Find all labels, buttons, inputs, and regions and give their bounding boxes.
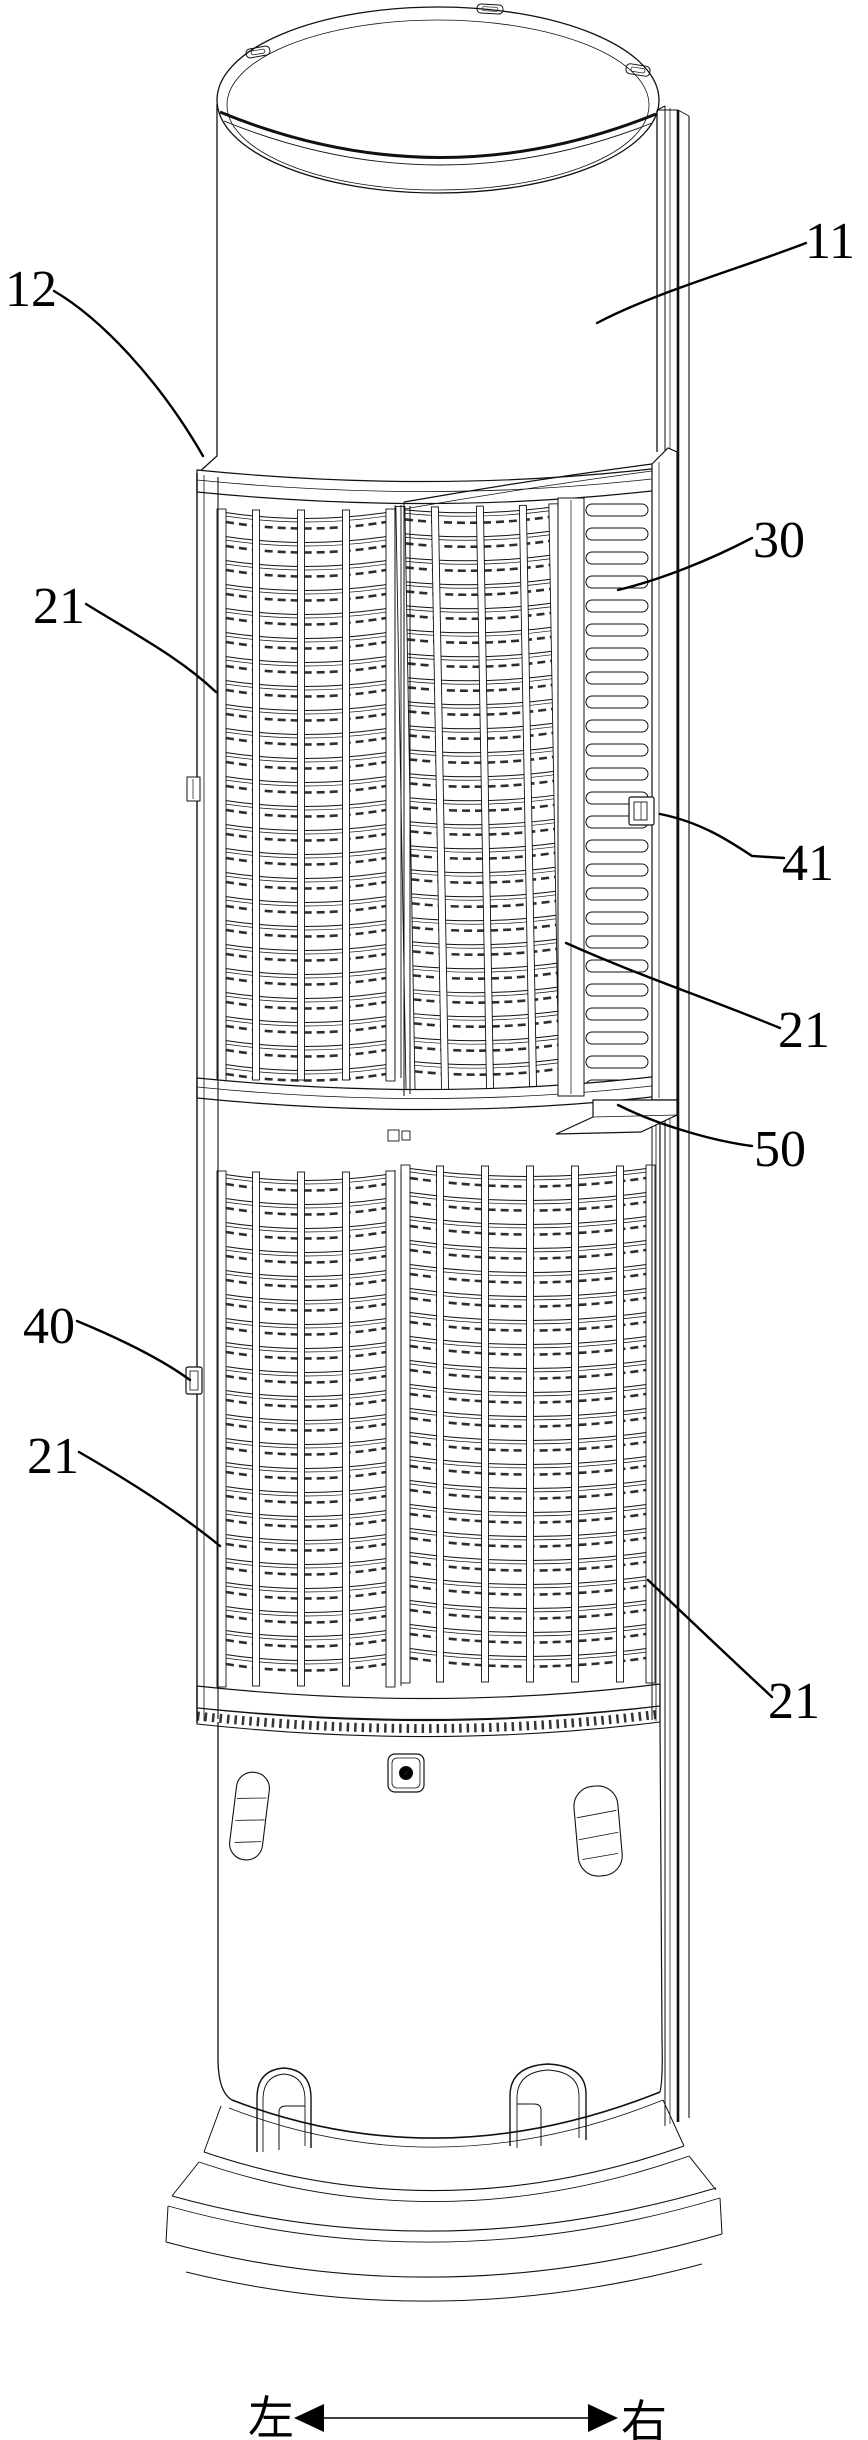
side-clips (185, 776, 655, 1395)
leader-21-upper-left (84, 602, 218, 694)
label-12: 12 (5, 261, 57, 318)
lower-left-grille (216, 1170, 396, 1688)
hook-bracket-left (256, 2067, 312, 2152)
cap-slot-right (625, 63, 651, 77)
body-side-strip-outer (657, 109, 690, 2122)
label-21-lower-right: 21 (768, 1673, 820, 1730)
base-panel (217, 1721, 664, 2152)
grip-cutout-right (573, 1785, 623, 1877)
door-grille (395, 503, 569, 1097)
label-21-upper-left: 21 (33, 578, 85, 635)
grip-cutout-left (229, 1771, 270, 1861)
arrow-left-icon (294, 2404, 324, 2432)
label-30: 30 (753, 512, 805, 569)
direction-left-label: 左 (248, 2393, 294, 2440)
leader-21-upper-right (564, 941, 782, 1030)
screw-icon (403, 1770, 409, 1776)
latch-clip-40 (185, 1366, 203, 1395)
leader-41 (658, 812, 786, 860)
reference-labels: 12 11 21 30 41 21 50 40 21 21 (5, 213, 855, 1730)
leader-30 (616, 536, 754, 592)
leader-21-lower-left (77, 1450, 222, 1548)
leader-12 (52, 289, 205, 458)
direction-indicator: 左 右 (248, 2393, 667, 2440)
pedestal (165, 2099, 723, 2302)
upper-left-grille (216, 508, 396, 1082)
label-41: 41 (782, 835, 834, 892)
grille-door (403, 447, 678, 1135)
divider-clip-right (401, 1130, 411, 1141)
label-11: 11 (805, 213, 855, 270)
leader-40 (75, 1319, 192, 1382)
divider-clip-left (387, 1129, 400, 1142)
label-21-upper-right: 21 (778, 1002, 830, 1059)
leader-50 (616, 1103, 754, 1148)
grille-slats (216, 503, 656, 1688)
behind-door-ladder (585, 503, 649, 1093)
left-upper-clip (186, 776, 201, 802)
door-outer-stile (651, 447, 678, 1101)
lower-right-grille (400, 1164, 656, 1684)
leader-lines (52, 241, 808, 1699)
label-21-lower-left: 21 (27, 1428, 79, 1485)
leader-21-lower-right (646, 1578, 774, 1699)
screw-plate (387, 1753, 425, 1793)
direction-right-label: 右 (621, 2397, 667, 2440)
label-40: 40 (23, 1298, 75, 1355)
cap-slot-left (245, 45, 271, 59)
label-50: 50 (754, 1121, 806, 1178)
hook-bracket-right (509, 2063, 587, 2148)
arrow-right-icon (588, 2404, 618, 2432)
latch-clip-41 (628, 796, 655, 826)
door-bottom-ledge (555, 1099, 678, 1135)
top-cap (196, 3, 660, 475)
leader-11 (595, 241, 808, 325)
